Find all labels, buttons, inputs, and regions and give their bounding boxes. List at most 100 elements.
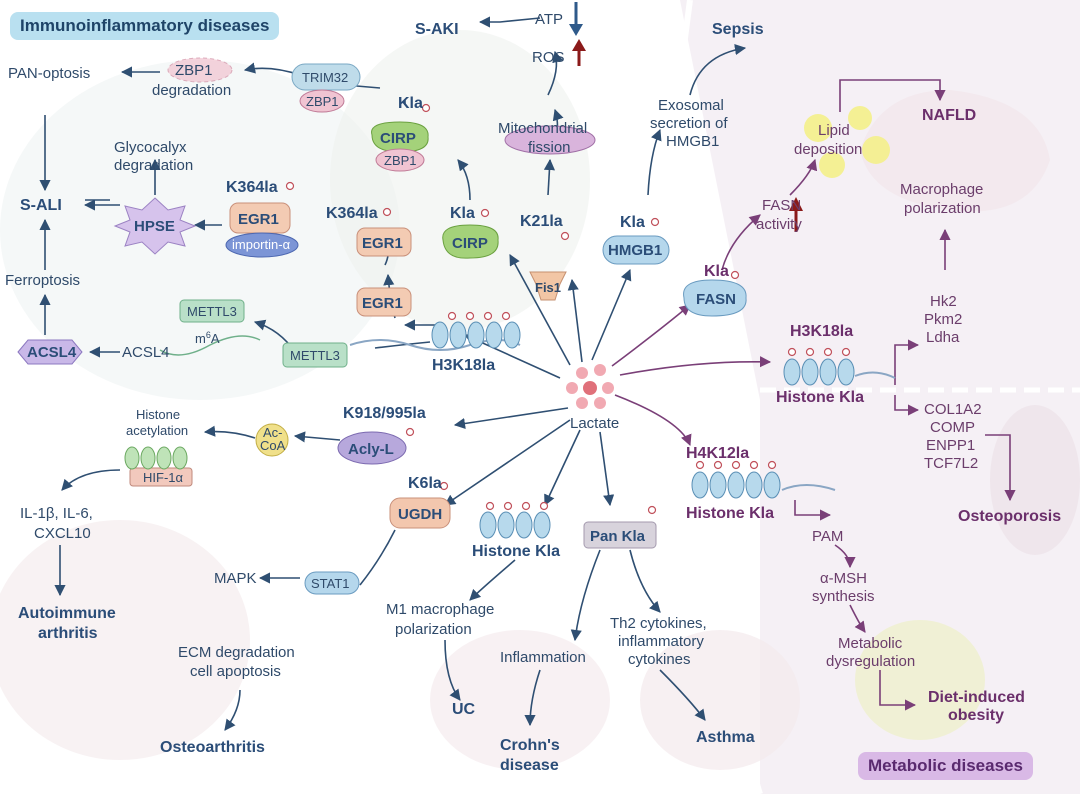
th2-label-1: Th2 cytokines, (610, 615, 707, 632)
hist-acet-label-2: acetylation (126, 423, 188, 438)
m1-label-1: M1 macrophage (386, 601, 494, 618)
acly-label: Acly-L (348, 441, 394, 458)
hpse-star (113, 197, 197, 255)
zbp1-deg-label-1: ZBP1 (175, 62, 213, 79)
mettl3-top-label: METTL3 (187, 304, 237, 319)
up-arrow-icon (572, 39, 586, 51)
lipid-label-2: deposition (794, 141, 862, 158)
importin-label: importin-α (232, 237, 291, 252)
mettl3-protein (282, 342, 348, 368)
ugdh-protein (389, 497, 451, 529)
macrophage-label-1: Macrophage (900, 181, 983, 198)
macrophage-label-2: polarization (904, 200, 981, 217)
cytokines-label-1: IL-1β, IL-6, (20, 505, 93, 522)
nafld-label: NAFLD (922, 107, 976, 124)
k364la-mid-label: K364la (326, 205, 378, 222)
labels-bottom-left: Lactate K918/995la Acly-L Ac- CoA Histon… (18, 405, 755, 774)
mito-label-1: Mitochondrial (498, 120, 587, 137)
lactate-label: Lactate (570, 415, 619, 432)
th2-label-3: cytokines (628, 651, 691, 668)
fis1-protein (529, 271, 567, 301)
kla-cirp-low-label: Kla (450, 205, 475, 222)
kla-hmgb1-label: Kla (620, 214, 645, 231)
cirp-up-label: CIRP (380, 130, 416, 147)
obesity-label-1: Diet-induced (928, 689, 1025, 706)
immuno-section-title: Immunoinflammatory diseases (10, 12, 280, 40)
ecm-label-1: ECM degradation (178, 644, 295, 661)
mettl3-low-label: METTL3 (290, 348, 340, 363)
pam-label: PAM (812, 528, 843, 545)
fasn-protein (683, 279, 747, 317)
k6la-label: K6la (408, 475, 442, 492)
s-ali-label: S-ALI (20, 197, 62, 214)
egr1-low-label: EGR1 (362, 295, 403, 312)
nucleosomes-h3k18la (431, 321, 521, 349)
glyco-label-1: Glycocalyx (114, 139, 187, 156)
pan-optosis-label: PAN-optosis (8, 65, 90, 82)
hif-label: HIF-1α (143, 470, 184, 485)
acsl4-box-label: ACSL4 (27, 344, 77, 361)
cirp-low-label: CIRP (452, 235, 488, 252)
egr1-mid-label: EGR1 (362, 235, 403, 252)
metabolic-label-2: dysregulation (826, 653, 915, 670)
fasn-activity-label-1: FASN (762, 197, 801, 214)
s-aki-label: S-AKI (415, 21, 459, 38)
hist-acet-label-1: Histone (136, 407, 180, 422)
fasn-label: FASN (696, 291, 736, 308)
lipid-droplets (804, 106, 890, 178)
ldha-label: Ldha (926, 329, 960, 346)
pan-kla-box (583, 521, 657, 549)
sepsis-label: Sepsis (712, 21, 764, 38)
col1a2-label: COL1A2 (924, 401, 982, 418)
ros-label: ROS (532, 49, 565, 66)
k364la-top-label: K364la (226, 179, 278, 196)
h3k18la-label: H3K18la (432, 357, 495, 374)
trend-arrows (569, 2, 803, 232)
lactate-dots (566, 364, 614, 409)
ferroptosis-label: Ferroptosis (5, 272, 80, 289)
egr1-protein (356, 287, 412, 317)
lactyl-pins (285, 103, 851, 515)
arrows-purple (611, 79, 1016, 711)
acsl4-text-label: ACSL4 (122, 344, 170, 361)
acoa-label-1: Ac- (263, 425, 283, 440)
nucleosomes-histone-kla (479, 511, 551, 539)
fis1-label: Fis1 (535, 280, 561, 295)
amsh-label-1: α-MSH (820, 570, 867, 587)
trim32-label: TRIM32 (302, 70, 348, 85)
exo-label-2: secretion of (650, 115, 728, 132)
hpse-label: HPSE (134, 218, 175, 235)
m6a-label: m6A (195, 330, 220, 346)
hk2-label: Hk2 (930, 293, 957, 310)
enpp1-label: ENPP1 (926, 437, 975, 454)
mitochondrion-icon (504, 125, 596, 155)
histone-kla-right-label-1: Histone Kla (776, 389, 864, 406)
k21la-label: K21la (520, 213, 563, 230)
mito-label-2: fission (528, 139, 571, 156)
cirp-protein (442, 224, 499, 259)
histone-kla-right-label-2: Histone Kla (686, 505, 774, 522)
zbp1-protein (375, 148, 425, 172)
stat1-protein (304, 571, 360, 595)
kla-fasn-label: Kla (704, 263, 729, 280)
acoa-label-2: CoA (260, 438, 286, 453)
lipid-label-1: Lipid (818, 122, 850, 139)
uc-label: UC (452, 701, 476, 718)
tcf7l2-label: TCF7L2 (924, 455, 978, 472)
crohn-label-2: disease (500, 757, 559, 774)
h3k18la-right-label: H3K18la (790, 323, 853, 340)
hmgb1-protein (602, 235, 670, 265)
down-arrow-icon (569, 24, 583, 36)
inflammation-label: Inflammation (500, 649, 586, 666)
glyco-label-2: degradation (114, 157, 193, 174)
h4k12la-label: H4K12la (686, 445, 749, 462)
zbp1-cirp-label: ZBP1 (384, 153, 417, 168)
ugdh-label: UGDH (398, 506, 442, 523)
asthma-label: Asthma (696, 729, 755, 746)
osteoarthritis-label: Osteoarthritis (160, 739, 265, 756)
zbp1-deg-label-2: degradation (152, 82, 231, 99)
fasn-activity-label-2: activity (756, 216, 802, 233)
